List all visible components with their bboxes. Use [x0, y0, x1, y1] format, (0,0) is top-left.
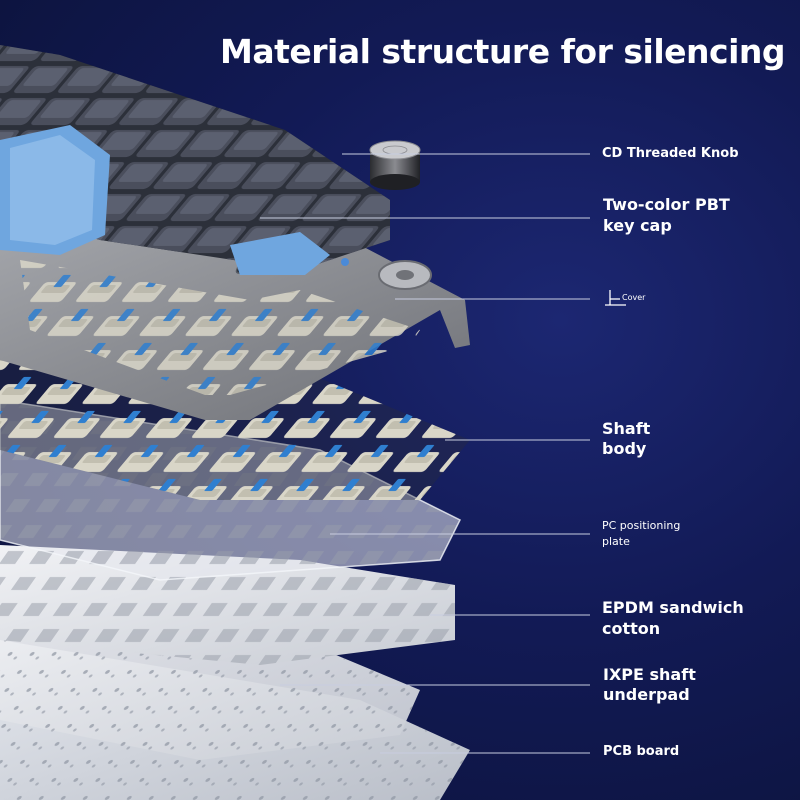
- cover-glyph: [605, 290, 626, 306]
- label-keycap: Two-color PBT key cap: [603, 195, 730, 235]
- label-cd-threaded-knob: CD Threaded Knob: [602, 146, 739, 161]
- label-pc-positioning-plate: PC positioning plate: [602, 519, 681, 548]
- epdm-layer: [0, 545, 455, 665]
- page-title: Material structure for silencing: [220, 32, 786, 71]
- leader-lines: [260, 153, 590, 754]
- keycap-layer: [0, 45, 390, 275]
- label-ixpe-shaft-underpad: IXPE shaft underpad: [603, 665, 696, 704]
- knob-illustration: [369, 140, 421, 190]
- label-shaft-body: Shaft body: [602, 419, 651, 458]
- label-cover: Cover: [622, 293, 646, 302]
- label-pcb-board: PCB board: [603, 744, 680, 759]
- label-epdm-sandwich-cotton: EPDM sandwich cotton: [602, 598, 744, 638]
- case-layer: [0, 230, 470, 420]
